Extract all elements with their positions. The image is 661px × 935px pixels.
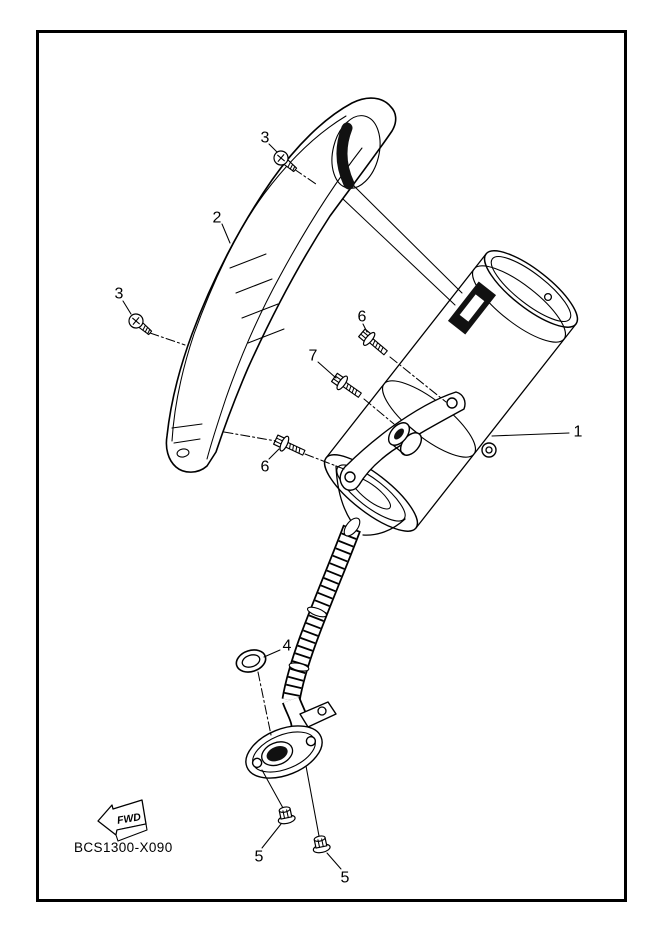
shield-mount-bracket [342,183,497,335]
screw-left [125,310,156,339]
bracket-hole-upper [446,397,458,409]
callout-5-right: 5 [341,870,350,887]
callout-6-lower: 6 [261,459,270,476]
flange-stud-hole-right [305,735,317,747]
bracket-hole-lower [344,471,356,483]
diagram-code: BCS1300-X090 [74,840,173,855]
muffler-hanger-tab [481,442,497,458]
callout-1: 1 [574,424,583,441]
pipe-bracket-tab [299,701,337,728]
callout-4: 4 [283,638,292,655]
callout-3-top: 3 [261,130,270,147]
fwd-label: FWD [116,811,142,827]
callout-3-left: 3 [115,286,124,303]
bolt-upper [356,326,392,360]
exhaust-pipe [280,517,361,758]
flange-stud-hole-left [251,757,263,769]
exhaust-flange [245,725,323,837]
callout-7: 7 [309,348,318,365]
callout-leader-lines [122,143,570,870]
shield-louvers [229,253,285,344]
shield-slot [336,122,355,190]
nut-left [275,804,297,826]
heat-shield-protector [165,97,397,473]
exhaust-port [266,746,288,762]
callout-5-left: 5 [255,849,264,866]
diagram-border [36,30,627,902]
nut-right [310,833,332,855]
callout-2: 2 [213,210,222,227]
fwd-arrow-icon: FWD [97,799,148,842]
assembly-dash-lines [149,168,447,736]
bolt-lower [271,431,308,461]
callout-numbers: 3 2 3 6 7 1 6 4 5 5 [115,130,583,887]
callout-6-upper: 6 [358,309,367,326]
exhaust-gasket [235,649,267,673]
muffler-stay-bracket [339,391,466,491]
bolt-middle [329,370,366,403]
